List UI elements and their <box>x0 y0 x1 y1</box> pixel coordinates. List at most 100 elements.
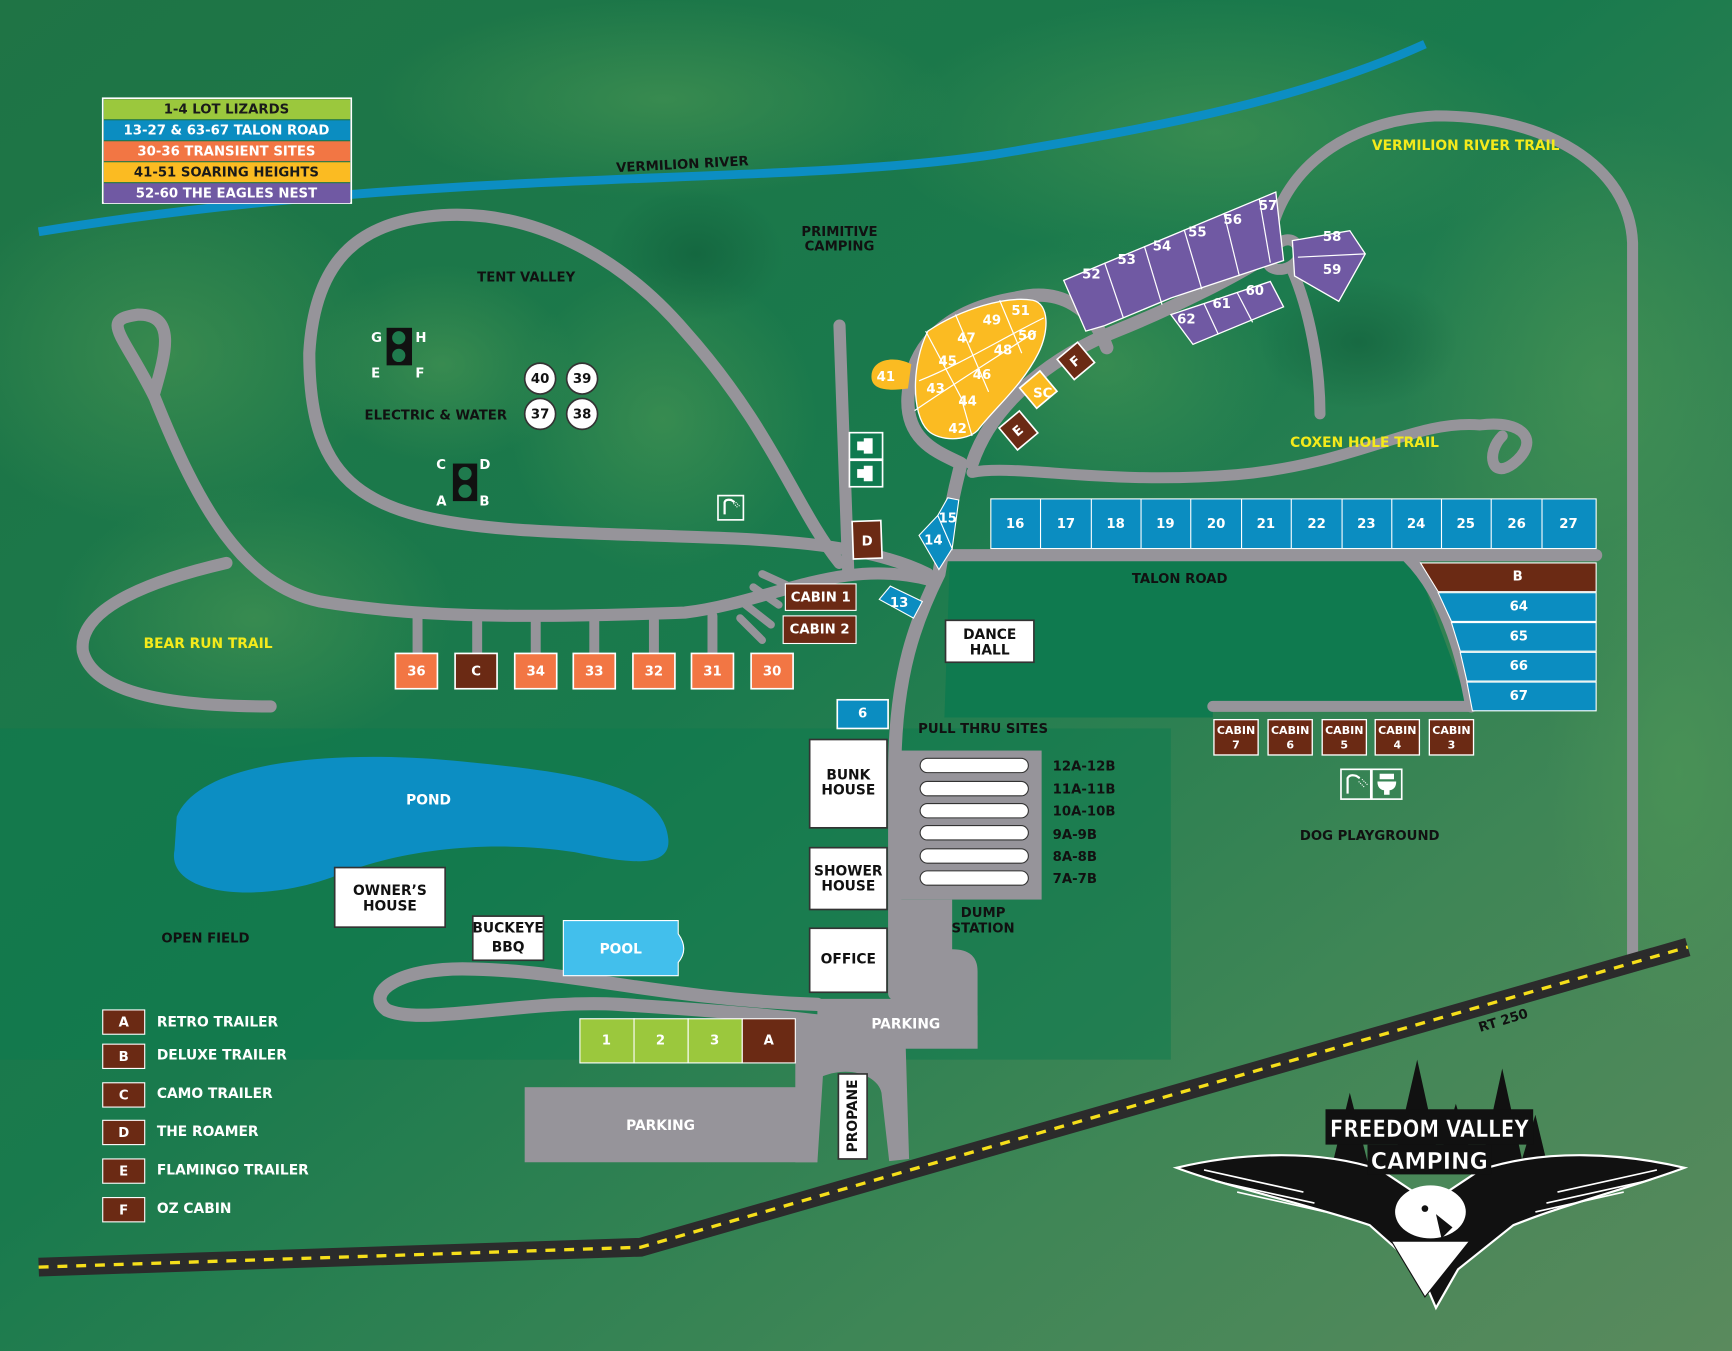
soaring-heights-sites: 41 51 49 50 47 48 45 46 43 44 42 SC <box>871 298 1059 440</box>
cabin-3-num[interactable]: 3 <box>1448 738 1456 751</box>
site-56[interactable]: 56 <box>1223 213 1241 228</box>
trailer-b[interactable]: B <box>1513 570 1523 585</box>
site-50[interactable]: 50 <box>1018 329 1036 344</box>
site-43[interactable]: 43 <box>926 382 944 397</box>
site-13[interactable]: 13 <box>890 596 908 611</box>
tent-site-38[interactable]: 38 <box>573 408 591 423</box>
site-18[interactable]: 18 <box>1106 517 1124 532</box>
site-55[interactable]: 55 <box>1188 225 1206 240</box>
site-65[interactable]: 65 <box>1510 629 1528 644</box>
trailer-c[interactable]: C <box>471 665 481 680</box>
legend-soaring-heights: 41-51 SOARING HEIGHTS <box>134 166 319 181</box>
site-19[interactable]: 19 <box>1156 517 1174 532</box>
site-17[interactable]: 17 <box>1057 517 1075 532</box>
site-49[interactable]: 49 <box>983 314 1001 329</box>
talon-road-label: TALON ROAD <box>1132 572 1228 587</box>
legend-flamingo-trailer: FLAMINGO TRAILER <box>157 1162 309 1178</box>
site-1[interactable]: 1 <box>602 1033 611 1048</box>
site-62[interactable]: 62 <box>1177 313 1195 328</box>
area-labels: VERMILION RIVER TENT VALLEY PRIMITIVE CA… <box>144 138 1560 1134</box>
tent-site-37[interactable]: 37 <box>531 408 549 423</box>
site-14[interactable]: 14 <box>924 533 942 548</box>
legend-key-d: D <box>118 1126 129 1141</box>
site-6[interactable]: 6 <box>858 707 867 722</box>
site-26[interactable]: 26 <box>1507 517 1525 532</box>
legend-deluxe-trailer: DELUXE TRAILER <box>157 1048 287 1064</box>
site-51[interactable]: 51 <box>1011 304 1029 319</box>
site-23[interactable]: 23 <box>1357 517 1375 532</box>
site-25[interactable]: 25 <box>1457 517 1475 532</box>
site-42[interactable]: 42 <box>948 422 966 437</box>
tent-site-40[interactable]: 40 <box>531 372 549 387</box>
cabin-7-num[interactable]: 7 <box>1232 738 1240 751</box>
pull-thru-8[interactable]: 8A-8B <box>1053 850 1097 865</box>
site-34[interactable]: 34 <box>526 665 544 680</box>
pull-thru-11[interactable]: 11A-11B <box>1053 783 1116 798</box>
site-47[interactable]: 47 <box>957 331 975 346</box>
pull-thru-12[interactable]: 12A-12B <box>1053 759 1116 774</box>
site-45[interactable]: 45 <box>939 355 957 370</box>
site-52[interactable]: 52 <box>1082 267 1100 282</box>
site-53[interactable]: 53 <box>1117 253 1135 268</box>
electric-outlet-gh-ef: G H E F <box>371 327 426 381</box>
site-60[interactable]: 60 <box>1246 284 1264 299</box>
cabin-4-num[interactable]: 4 <box>1393 738 1401 751</box>
coxen-hole-trail-label: COXEN HOLE TRAIL <box>1290 435 1439 451</box>
site-46[interactable]: 46 <box>973 368 991 383</box>
site-16[interactable]: 16 <box>1006 517 1024 532</box>
pond-label: POND <box>406 793 451 809</box>
site-27[interactable]: 27 <box>1559 517 1577 532</box>
cabin-1[interactable]: CABIN 1 <box>791 591 851 606</box>
site-58[interactable]: 58 <box>1323 230 1341 245</box>
site-32[interactable]: 32 <box>645 665 663 680</box>
site-24[interactable]: 24 <box>1407 517 1425 532</box>
cabins-left: CABIN 1 CABIN 2 <box>782 583 857 645</box>
site-67[interactable]: 67 <box>1510 689 1528 704</box>
trailer-a[interactable]: A <box>764 1033 775 1048</box>
shower-toilet-icons <box>1340 768 1403 800</box>
site-30[interactable]: 30 <box>763 665 781 680</box>
tent-site-39[interactable]: 39 <box>573 372 591 387</box>
site-57[interactable]: 57 <box>1259 199 1277 214</box>
pull-thru-10[interactable]: 10A-10B <box>1053 805 1116 820</box>
site-21[interactable]: 21 <box>1257 517 1275 532</box>
cabin-4-label[interactable]: CABIN <box>1378 724 1416 737</box>
site-48[interactable]: 48 <box>994 343 1012 358</box>
site-36[interactable]: 36 <box>407 665 425 680</box>
electric-outlet-cd-ab: C D A B <box>436 458 490 509</box>
site-2[interactable]: 2 <box>656 1033 665 1048</box>
cabin-3-label[interactable]: CABIN <box>1432 724 1470 737</box>
outlet-label-c: C <box>436 458 446 473</box>
cabin-5-label[interactable]: CABIN <box>1325 724 1363 737</box>
site-41[interactable]: 41 <box>877 370 895 385</box>
restroom-icons-primitive <box>848 431 884 488</box>
site-61[interactable]: 61 <box>1212 297 1230 312</box>
shower-house-2: HOUSE <box>821 879 875 895</box>
site-31[interactable]: 31 <box>703 665 721 680</box>
site-44[interactable]: 44 <box>958 394 976 409</box>
shower-icon <box>717 494 745 521</box>
cabin-6-label[interactable]: CABIN <box>1271 724 1309 737</box>
site-3[interactable]: 3 <box>710 1033 719 1048</box>
site-59[interactable]: 59 <box>1323 263 1341 278</box>
talon-side-sites: B 64 65 66 67 <box>1419 562 1597 712</box>
site-15[interactable]: 15 <box>939 511 957 526</box>
logo-line-2: CAMPING <box>1371 1148 1488 1175</box>
site-54[interactable]: 54 <box>1153 240 1171 255</box>
trailer-d[interactable]: D <box>862 534 873 549</box>
lot-lizards-sites: 1 2 3 A <box>579 1018 796 1064</box>
cabin-2[interactable]: CABIN 2 <box>790 623 850 638</box>
pull-thru-9[interactable]: 9A-9B <box>1053 828 1097 843</box>
site-66[interactable]: 66 <box>1510 659 1528 674</box>
site-sc[interactable]: SC <box>1033 387 1052 402</box>
cabin-5-num[interactable]: 5 <box>1340 738 1348 751</box>
cabin-6-num[interactable]: 6 <box>1286 738 1294 751</box>
site-22[interactable]: 22 <box>1307 517 1325 532</box>
cabin-7-label[interactable]: CABIN <box>1217 724 1255 737</box>
site-20[interactable]: 20 <box>1207 517 1225 532</box>
site-33[interactable]: 33 <box>585 665 603 680</box>
site-64[interactable]: 64 <box>1510 600 1528 615</box>
pull-thru-7[interactable]: 7A-7B <box>1053 872 1097 887</box>
tent-sites[interactable]: 40 39 37 38 <box>523 362 599 431</box>
